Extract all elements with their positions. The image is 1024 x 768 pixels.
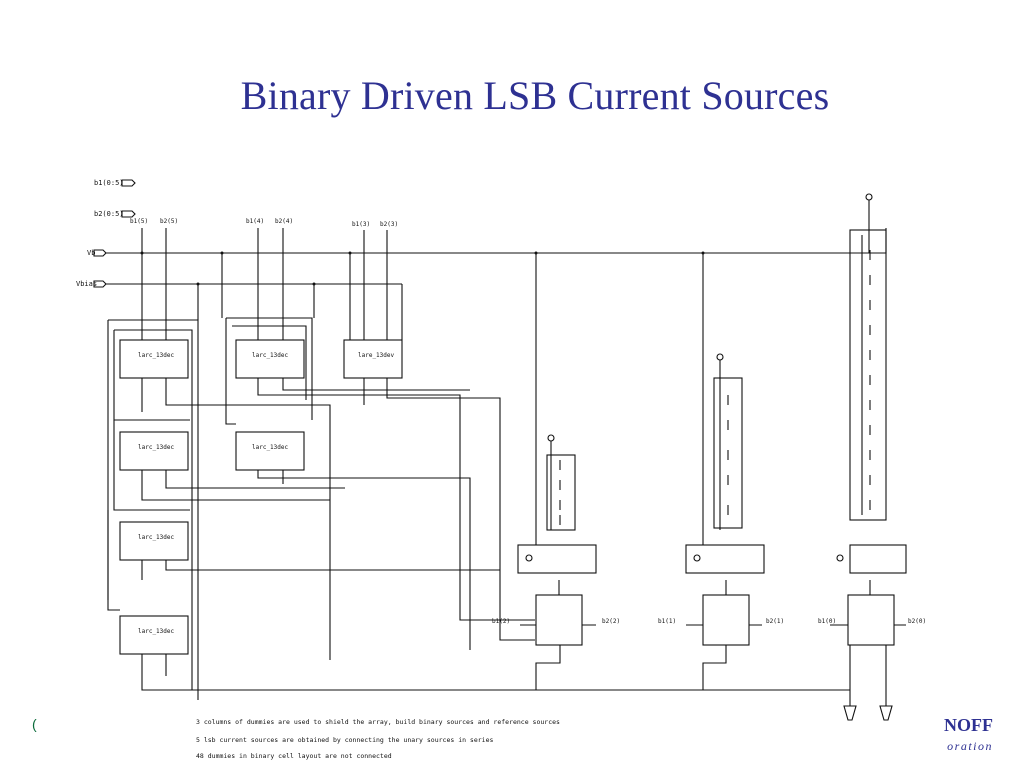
bus-label: b1(4) xyxy=(246,218,264,225)
company-logo: NOFF oration xyxy=(935,715,995,759)
bus-label: b1(3) xyxy=(352,221,370,228)
cell-label: larc_13dec xyxy=(252,444,289,451)
pin-label: Vb xyxy=(87,249,95,257)
cell-label: larc_13dec xyxy=(252,352,289,359)
pin-label: Vbias xyxy=(76,280,97,288)
slide-title: Binary Driven LSB Current Sources xyxy=(240,73,830,118)
cell-label: larc_13dec xyxy=(138,628,175,635)
cell-label: lare_13dev xyxy=(358,352,395,359)
bit-label: b2(1) xyxy=(766,618,784,625)
schematic-note: 3 columns of dummies are used to shield … xyxy=(196,718,560,726)
bit-label: b2(0) xyxy=(908,618,926,625)
bus-label: b2(4) xyxy=(275,218,293,225)
schematic-note: 5 lsb current sources are obtained by co… xyxy=(196,736,494,744)
junction-dots xyxy=(140,251,705,286)
transistor-stack-c: b1(0) b2(0) xyxy=(818,193,926,721)
cell-column-middle: larc_13dec larc_13dec xyxy=(225,317,535,650)
cell-single: lare_13dev xyxy=(343,339,535,641)
bit-label: b1(2) xyxy=(492,618,510,625)
bus-label: b2(5) xyxy=(160,218,178,225)
company-logo-left: ( xyxy=(32,716,37,732)
transistor-stack-a: b1(2) b2(2) xyxy=(492,253,620,690)
bit-label: b2(2) xyxy=(602,618,620,625)
cell-label: larc_13dec xyxy=(138,534,175,541)
pin-label: b2(0:5) xyxy=(94,210,124,218)
bus-label: b2(3) xyxy=(380,221,398,228)
transistor-stack-b: b1(1) b2(1) xyxy=(658,253,784,690)
bit-label: b1(0) xyxy=(818,618,836,625)
cell-column-left: larc_13dec larc_13dec larc_13dec larc_13… xyxy=(107,319,850,700)
cell-label: larc_13dec xyxy=(138,444,175,451)
cell-label: larc_13dec xyxy=(138,352,175,359)
pin-label: b1(0:5) xyxy=(94,179,124,187)
logo-text-line2: oration xyxy=(947,739,993,753)
input-pins: b1(0:5) b2(0:5) Vb Vbias xyxy=(76,179,136,288)
logo-text-line1: NOFF xyxy=(944,715,993,735)
bit-label: b1(1) xyxy=(658,618,676,625)
schematic-note: 48 dummies in binary cell layout are not… xyxy=(196,752,392,760)
bus-label: b1(5) xyxy=(130,218,148,225)
